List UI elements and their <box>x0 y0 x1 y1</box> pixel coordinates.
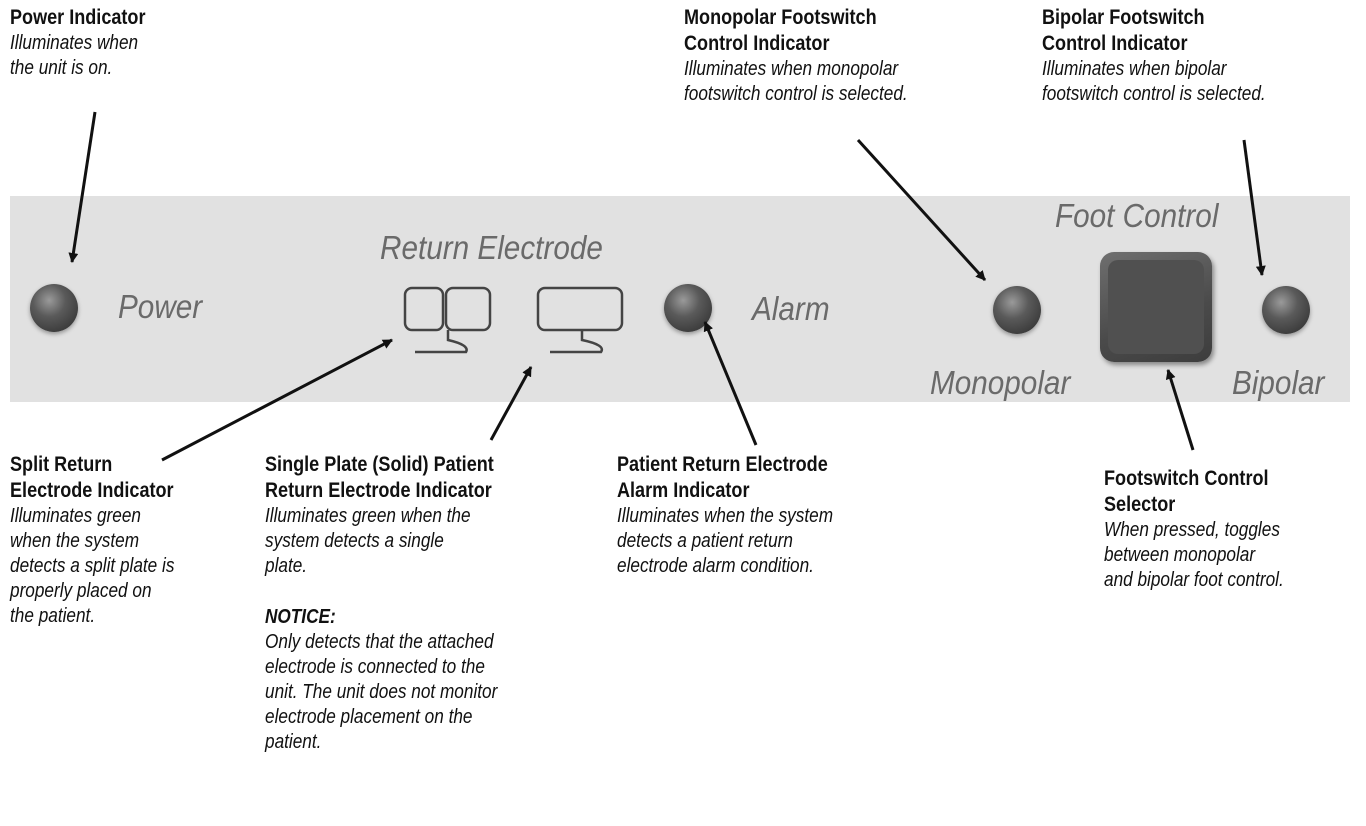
power-indicator-led <box>30 284 78 332</box>
alarm-title-line: Alarm Indicator <box>617 479 750 502</box>
alarm-desc-line: detects a patient return <box>617 530 793 552</box>
single-desc-line: Illuminates green when the <box>265 505 471 527</box>
alarm-desc-line: Illuminates when the system <box>617 505 834 527</box>
monopolar-title-line: Monopolar Footswitch <box>684 6 877 29</box>
split-callout: Split Return Electrode Indicator Illumin… <box>10 452 201 629</box>
monopolar-arrow <box>856 138 987 282</box>
power-label: Power <box>118 288 203 325</box>
selector-arrow <box>1165 369 1195 451</box>
power-desc-line: the unit is on. <box>10 57 113 79</box>
alarm-desc-line: electrode alarm condition. <box>617 555 814 577</box>
split-title-line: Electrode Indicator <box>10 479 174 502</box>
monopolar-desc-line: footswitch control is selected. <box>684 83 908 105</box>
foot-control-label: Foot Control <box>1055 197 1219 234</box>
selector-desc-line: When pressed, toggles <box>1104 519 1280 541</box>
alarm-callout: Patient Return Electrode Alarm Indicator… <box>617 452 868 579</box>
selector-desc-line: and bipolar foot control. <box>1104 569 1284 591</box>
alarm-arrow <box>703 321 758 446</box>
split-electrode-icon <box>403 286 492 354</box>
notice-line: patient. <box>265 731 322 753</box>
single-desc-line: plate. <box>265 555 308 577</box>
single-desc-line: system detects a single <box>265 530 444 552</box>
power-title: Power Indicator <box>10 6 146 29</box>
power-desc-line: Illuminates when <box>10 32 139 54</box>
notice-line: unit. The unit does not monitor <box>265 681 498 703</box>
notice-line: electrode placement on the <box>265 706 473 728</box>
bipolar-title-line: Bipolar Footswitch <box>1042 6 1205 29</box>
bipolar-label: Bipolar <box>1232 364 1325 401</box>
split-desc-line: when the system <box>10 530 140 552</box>
monopolar-indicator-led <box>993 286 1041 334</box>
notice-line: electrode is connected to the <box>265 656 485 678</box>
monopolar-title-line: Control Indicator <box>684 32 830 55</box>
single-title-line: Single Plate (Solid) Patient <box>265 453 494 476</box>
footswitch-button-face <box>1108 260 1204 354</box>
selector-title-line: Selector <box>1104 493 1176 516</box>
monopolar-label: Monopolar <box>930 364 1071 401</box>
power-arrow <box>68 111 97 263</box>
split-desc-line: detects a split plate is <box>10 555 175 577</box>
selector-title-line: Footswitch Control <box>1104 467 1269 490</box>
notice-line: Only detects that the attached <box>265 631 494 653</box>
selector-desc-line: between monopolar <box>1104 544 1256 566</box>
monopolar-callout: Monopolar Footswitch Control Indicator I… <box>684 5 944 107</box>
return-electrode-label: Return Electrode <box>380 229 603 266</box>
alarm-label: Alarm <box>752 290 830 327</box>
bipolar-callout: Bipolar Footswitch Control Indicator Ill… <box>1042 5 1302 107</box>
single-plate-electrode-icon <box>536 286 624 354</box>
split-arrow <box>161 338 393 462</box>
footswitch-control-selector-button[interactable] <box>1100 252 1212 362</box>
split-desc-line: properly placed on <box>10 580 152 602</box>
single-arrow <box>489 366 533 441</box>
split-title-line: Split Return <box>10 453 113 476</box>
single-title-line: Return Electrode Indicator <box>265 479 492 502</box>
bipolar-title-line: Control Indicator <box>1042 32 1188 55</box>
bipolar-desc-line: footswitch control is selected. <box>1042 83 1266 105</box>
bipolar-indicator-led <box>1262 286 1310 334</box>
monopolar-desc-line: Illuminates when monopolar <box>684 58 899 80</box>
power-callout: Power Indicator Illuminates when the uni… <box>10 5 168 81</box>
single-callout: Single Plate (Solid) Patient Return Elec… <box>265 452 535 755</box>
selector-callout: Footswitch Control Selector When pressed… <box>1104 466 1313 593</box>
alarm-title-line: Patient Return Electrode <box>617 453 828 476</box>
bipolar-arrow <box>1242 139 1266 276</box>
split-desc-line: the patient. <box>10 605 96 627</box>
notice-title: NOTICE: <box>265 606 336 628</box>
split-desc-line: Illuminates green <box>10 505 141 527</box>
bipolar-desc-line: Illuminates when bipolar <box>1042 58 1227 80</box>
